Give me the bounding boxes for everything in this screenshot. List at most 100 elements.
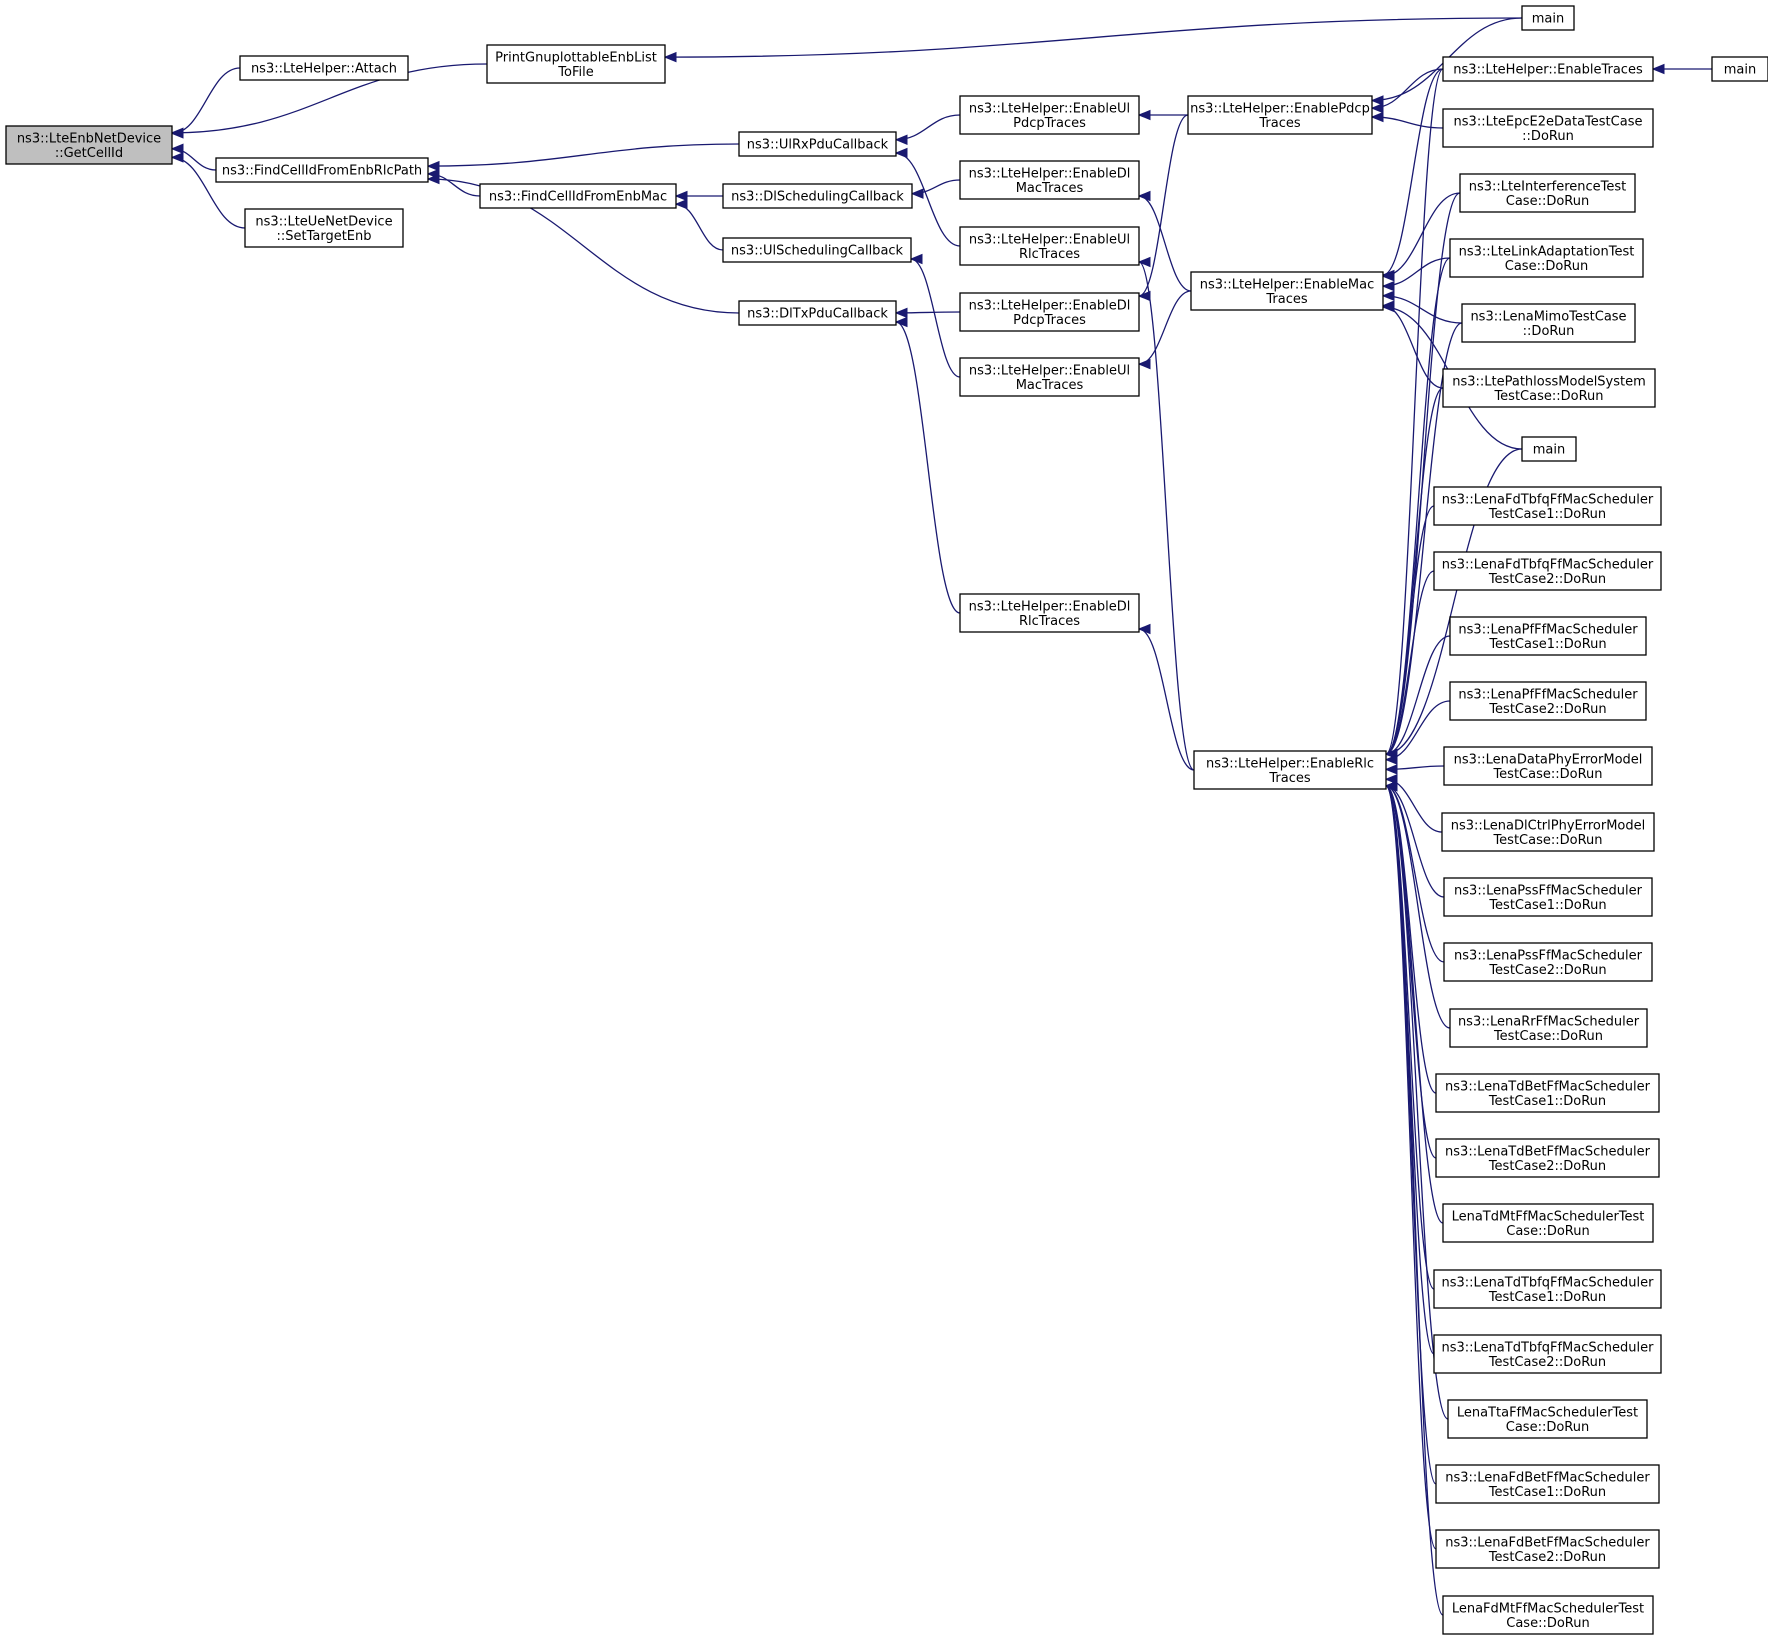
- function-node-ulsched[interactable]: ns3::UlSchedulingCallback: [722, 237, 912, 263]
- node-label-line: ::GetCellId: [55, 146, 123, 161]
- node-label-line: Traces: [1258, 116, 1300, 131]
- node-box: [5, 125, 173, 165]
- node-label-line: ns3::LteHelper::Attach: [251, 62, 397, 77]
- node-label-line: ::SetTargetEnb: [276, 229, 371, 244]
- node-label-line: ns3::LteHelper::EnableRlc: [1206, 756, 1374, 771]
- function-node-dataphy[interactable]: ns3::LenaDataPhyErrorModelTestCase::DoRu…: [1443, 746, 1653, 786]
- node-label-line: ns3::LteUeNetDevice: [255, 214, 392, 229]
- node-box: [239, 55, 409, 81]
- function-node-pf2[interactable]: ns3::LenaPfFfMacSchedulerTestCase2::DoRu…: [1449, 681, 1647, 721]
- edge-entraces-calls-enpdcp: [1370, 68, 1444, 114]
- edge-mimo-calls-enmac: [1381, 290, 1463, 324]
- arrowhead: [894, 307, 908, 319]
- node-label-line: Case::DoRun: [1506, 1616, 1589, 1631]
- function-node-settarget[interactable]: ns3::LteUeNetDevice::SetTargetEnb: [244, 208, 404, 248]
- function-node-main1[interactable]: main: [1521, 5, 1575, 31]
- node-label-line: LenaTdMtFfMacSchedulerTest: [1452, 1209, 1645, 1224]
- node-label-line: main: [1532, 12, 1564, 27]
- node-box: [1442, 108, 1654, 148]
- edge-rr-calls-enrlc: [1384, 780, 1451, 1029]
- function-node-pf1[interactable]: ns3::LenaPfFfMacSchedulerTestCase1::DoRu…: [1449, 616, 1647, 656]
- arrowhead: [1137, 190, 1151, 202]
- function-node-pss2[interactable]: ns3::LenaPssFfMacSchedulerTestCase2::DoR…: [1443, 942, 1653, 982]
- node-label-line: PrintGnuplottableEnbList: [495, 50, 657, 65]
- node-label-line: ns3::LenaFdBetFfMacScheduler: [1445, 1470, 1650, 1485]
- node-label-line: TestCase1::DoRun: [1488, 1290, 1606, 1305]
- node-label-line: ns3::LenaTdBetFfMacScheduler: [1445, 1144, 1651, 1159]
- arrowhead: [1384, 774, 1398, 785]
- function-node-fdbet1[interactable]: ns3::LenaFdBetFfMacSchedulerTestCase1::D…: [1435, 1464, 1660, 1504]
- function-node-getcellid[interactable]: ns3::LteEnbNetDevice::GetCellId: [5, 125, 173, 165]
- function-node-tdtbfq1[interactable]: ns3::LenaTdTbfqFfMacSchedulerTestCase1::…: [1433, 1269, 1662, 1309]
- node-label-line: PdcpTraces: [1013, 116, 1086, 131]
- arrowhead: [1384, 780, 1398, 792]
- function-node-fdtbfq1[interactable]: ns3::LenaFdTbfqFfMacSchedulerTestCase1::…: [1433, 486, 1662, 526]
- function-node-fdbet2[interactable]: ns3::LenaFdBetFfMacSchedulerTestCase2::D…: [1435, 1529, 1660, 1569]
- function-node-attach[interactable]: ns3::LteHelper::Attach: [239, 55, 409, 81]
- function-node-epce2e[interactable]: ns3::LteEpcE2eDataTestCase::DoRun: [1442, 108, 1654, 148]
- edge-ulsched-calls-findmac: [674, 198, 724, 251]
- node-label-line: TestCase::DoRun: [1493, 1029, 1603, 1044]
- node-label-line: ns3::LteHelper::EnableUl: [969, 363, 1130, 378]
- edge-enmac-calls-endlmac: [1137, 190, 1192, 292]
- arrowhead: [1137, 256, 1151, 268]
- node-label-line: Traces: [1265, 292, 1307, 307]
- function-node-mimo[interactable]: ns3::LenaMimoTestCase::DoRun: [1461, 303, 1636, 343]
- node-label-line: ns3::LenaTdBetFfMacScheduler: [1445, 1079, 1651, 1094]
- function-node-pss1[interactable]: ns3::LenaPssFfMacSchedulerTestCase1::DoR…: [1443, 877, 1653, 917]
- function-node-pathloss[interactable]: ns3::LtePathlossModelSystemTestCase::DoR…: [1442, 368, 1656, 408]
- edge-dlctrl-calls-enrlc: [1384, 774, 1443, 833]
- node-box: [1435, 1073, 1660, 1113]
- function-node-main3[interactable]: main: [1521, 436, 1577, 462]
- function-node-ulrx[interactable]: ns3::UlRxPduCallback: [738, 131, 897, 157]
- edge-dltx-calls-findrlc: [426, 173, 740, 314]
- node-label-line: ns3::LteHelper::EnableMac: [1200, 277, 1375, 292]
- node-box: [1442, 56, 1654, 82]
- function-node-tdbet1[interactable]: ns3::LenaTdBetFfMacSchedulerTestCase1::D…: [1435, 1073, 1660, 1113]
- function-node-findmac[interactable]: ns3::FindCellIdFromEnbMac: [479, 183, 677, 209]
- node-box: [1449, 1008, 1648, 1048]
- node-box: [1521, 436, 1577, 462]
- function-node-entraces[interactable]: ns3::LteHelper::EnableTraces: [1442, 56, 1654, 82]
- node-label-line: ns3::LenaPfFfMacScheduler: [1458, 687, 1638, 702]
- arrowhead: [910, 188, 924, 199]
- node-label-line: ns3::LtePathlossModelSystem: [1452, 374, 1646, 389]
- node-label-line: ns3::LteHelper::EnableDl: [969, 298, 1131, 313]
- function-node-main2[interactable]: main: [1711, 56, 1768, 82]
- node-box: [479, 183, 677, 209]
- node-box: [959, 357, 1140, 397]
- arrowhead: [1370, 111, 1384, 123]
- edge-epce2e-calls-enpdcp: [1370, 111, 1444, 129]
- function-node-dlctrl[interactable]: ns3::LenaDlCtrlPhyErrorModelTestCase::Do…: [1441, 812, 1655, 852]
- function-node-findrlc[interactable]: ns3::FindCellIdFromEnbRlcPath: [215, 157, 429, 183]
- function-node-dlsched[interactable]: ns3::DlSchedulingCallback: [722, 183, 913, 209]
- edge-enpdcp-calls-endlpdcp: [1137, 114, 1189, 302]
- node-label-line: main: [1724, 63, 1756, 78]
- function-node-dltx[interactable]: ns3::DlTxPduCallback: [738, 300, 897, 326]
- node-box: [1442, 1203, 1654, 1243]
- edge-endlrlc-calls-dltx: [894, 316, 961, 614]
- function-node-fdtbfq2[interactable]: ns3::LenaFdTbfqFfMacSchedulerTestCase2::…: [1433, 551, 1662, 591]
- node-label-line: ns3::LteHelper::EnablePdcp: [1190, 101, 1370, 116]
- function-node-tdtbfq2[interactable]: ns3::LenaTdTbfqFfMacSchedulerTestCase2::…: [1433, 1334, 1662, 1374]
- function-node-tdbet2[interactable]: ns3::LenaTdBetFfMacSchedulerTestCase2::D…: [1435, 1138, 1660, 1178]
- node-label-line: TestCase2::DoRun: [1488, 702, 1606, 717]
- node-box: [1449, 616, 1647, 656]
